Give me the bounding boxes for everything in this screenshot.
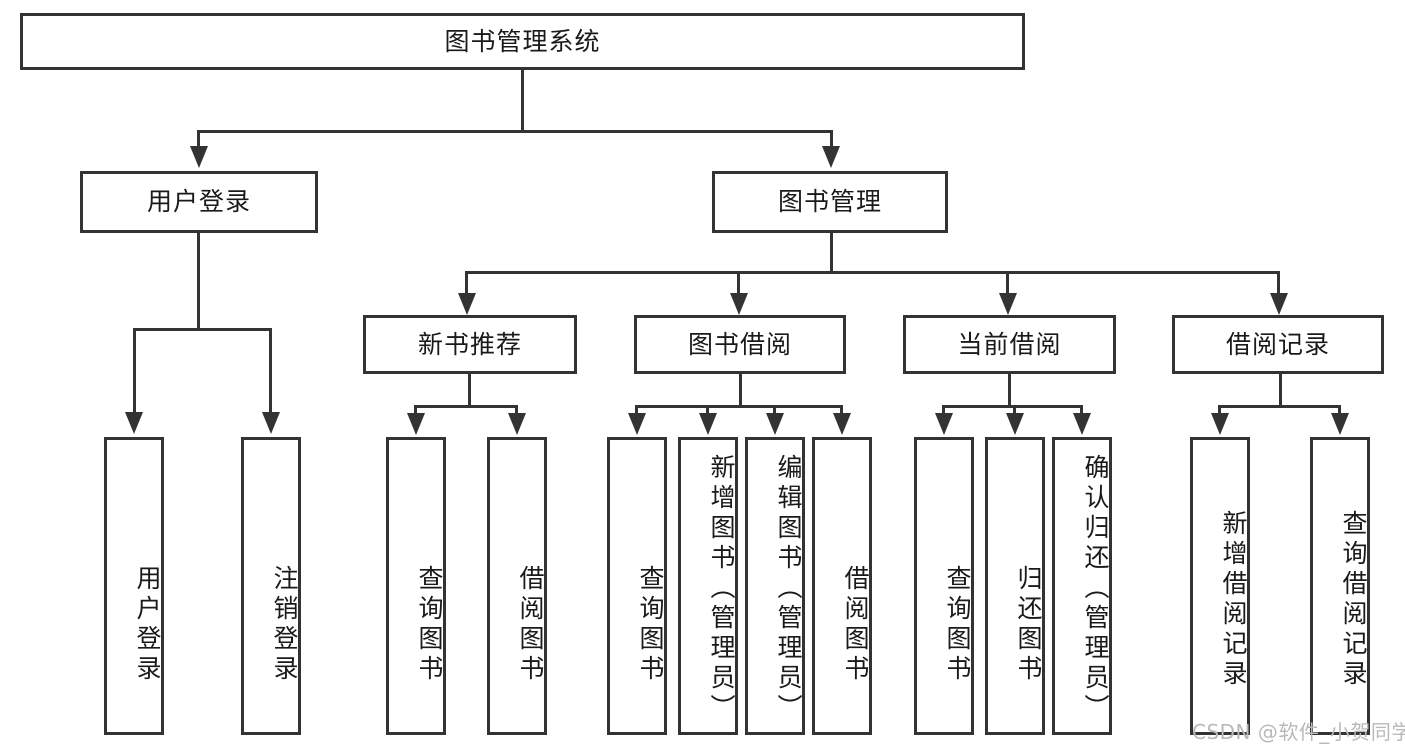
edge-bb-drop-3 xyxy=(773,405,776,415)
node-leaf-return-book[interactable]: 归还图书 xyxy=(985,437,1045,735)
node-new-book-recommend[interactable]: 新书推荐 xyxy=(363,315,577,374)
csdn-watermark: CSDN @软件_小贺同学 xyxy=(1192,720,1405,744)
edge-level3-drop-1 xyxy=(465,271,468,295)
node-leaf-query-book-cb-label: 查询图书 xyxy=(943,565,972,685)
node-leaf-borrow-book-nbr-label: 借阅图书 xyxy=(516,565,545,685)
edge-br-drop-1 xyxy=(1218,405,1221,415)
edge-nbr-drop-1 xyxy=(414,405,417,415)
node-book-management[interactable]: 图书管理 xyxy=(712,171,948,233)
node-leaf-add-record-label: 新增借阅记录 xyxy=(1219,510,1248,690)
node-user-login-label: 用户登录 xyxy=(146,187,251,217)
node-borrow-record-label: 借阅记录 xyxy=(1225,329,1330,359)
node-leaf-query-book-bb[interactable]: 查询图书 xyxy=(607,437,667,735)
node-leaf-logout-label: 注销登录 xyxy=(270,565,299,685)
arrow-to-current-borrow xyxy=(999,293,1017,315)
arrow-to-leaf-query-book-nbr xyxy=(407,413,425,435)
edge-nbr-drop-2 xyxy=(515,405,518,415)
edge-br-drop-2 xyxy=(1338,405,1341,415)
edge-bb-stem xyxy=(739,374,742,408)
edge-br-stem xyxy=(1279,374,1282,408)
node-leaf-borrow-book-bb[interactable]: 借阅图书 xyxy=(812,437,872,735)
node-leaf-query-book-nbr[interactable]: 查询图书 xyxy=(386,437,446,735)
node-user-login[interactable]: 用户登录 xyxy=(80,171,318,233)
arrow-to-book-borrow xyxy=(730,293,748,315)
node-leaf-query-book-nbr-label: 查询图书 xyxy=(415,565,444,685)
node-leaf-confirm-return-admin-label: 确认归还（管理员） xyxy=(1081,454,1110,724)
edge-root-stem xyxy=(521,70,524,132)
arrow-to-book-management xyxy=(822,146,840,168)
edge-bb-bus xyxy=(635,405,843,408)
node-book-borrow[interactable]: 图书借阅 xyxy=(634,315,846,374)
arrow-to-leaf-edit-book-admin xyxy=(766,413,784,435)
edge-level3-drop-3 xyxy=(1006,271,1009,295)
arrow-to-borrow-record xyxy=(1270,293,1288,315)
edge-cb-bus xyxy=(942,405,1083,408)
node-leaf-borrow-book-nbr[interactable]: 借阅图书 xyxy=(487,437,547,735)
node-current-borrow-label: 当前借阅 xyxy=(957,329,1062,359)
edge-level3-bus xyxy=(465,271,1280,274)
arrow-to-leaf-return-book xyxy=(1006,413,1024,435)
edge-level3-drop-2 xyxy=(737,271,740,295)
node-leaf-borrow-book-bb-label: 借阅图书 xyxy=(841,565,870,685)
arrow-to-leaf-borrow-book-nbr xyxy=(508,413,526,435)
arrow-to-leaf-query-record xyxy=(1331,413,1349,435)
edge-user-login-drop-2 xyxy=(269,328,272,414)
edge-nbr-stem xyxy=(468,374,471,408)
edge-user-login-bus xyxy=(133,328,272,331)
node-leaf-edit-book-admin[interactable]: 编辑图书（管理员） xyxy=(745,437,805,735)
node-leaf-query-book-cb[interactable]: 查询图书 xyxy=(914,437,974,735)
node-leaf-add-record[interactable]: 新增借阅记录 xyxy=(1190,437,1250,735)
edge-bb-drop-4 xyxy=(840,405,843,415)
node-leaf-add-book-admin[interactable]: 新增图书（管理员） xyxy=(678,437,738,735)
edge-level2-bus xyxy=(197,130,833,133)
arrow-to-leaf-query-book-cb xyxy=(935,413,953,435)
node-book-borrow-label: 图书借阅 xyxy=(687,329,792,359)
node-book-management-label: 图书管理 xyxy=(777,187,882,217)
arrow-to-new-book-recommend xyxy=(458,293,476,315)
arrow-to-leaf-query-book-bb xyxy=(628,413,646,435)
arrow-to-leaf-borrow-book-bb xyxy=(833,413,851,435)
node-root-label: 图书管理系统 xyxy=(444,26,601,56)
node-borrow-record[interactable]: 借阅记录 xyxy=(1172,315,1384,374)
node-leaf-query-record[interactable]: 查询借阅记录 xyxy=(1310,437,1370,735)
arrow-to-leaf-add-book-admin xyxy=(699,413,717,435)
edge-br-bus xyxy=(1218,405,1341,408)
edge-cb-drop-2 xyxy=(1013,405,1016,415)
node-leaf-confirm-return-admin[interactable]: 确认归还（管理员） xyxy=(1052,437,1112,735)
node-leaf-user-login[interactable]: 用户登录 xyxy=(104,437,164,735)
arrow-to-leaf-logout xyxy=(262,412,280,434)
edge-book-management-stem xyxy=(830,233,833,273)
edge-level3-drop-4 xyxy=(1277,271,1280,295)
edge-cb-drop-3 xyxy=(1080,405,1083,415)
node-leaf-query-record-label: 查询借阅记录 xyxy=(1339,510,1368,690)
edge-user-login-stem xyxy=(197,233,200,331)
edge-user-login-drop-1 xyxy=(133,328,136,414)
edge-cb-stem xyxy=(1008,374,1011,408)
node-leaf-add-book-admin-label: 新增图书（管理员） xyxy=(707,454,736,724)
edge-level2-drop-left xyxy=(197,130,200,148)
edge-bb-drop-1 xyxy=(635,405,638,415)
arrow-to-user-login xyxy=(190,146,208,168)
node-leaf-query-book-bb-label: 查询图书 xyxy=(636,565,665,685)
node-new-book-recommend-label: 新书推荐 xyxy=(417,329,522,359)
node-leaf-return-book-label: 归还图书 xyxy=(1014,565,1043,685)
node-root[interactable]: 图书管理系统 xyxy=(20,13,1025,70)
arrow-to-leaf-confirm-return-admin xyxy=(1073,413,1091,435)
node-leaf-edit-book-admin-label: 编辑图书（管理员） xyxy=(774,454,803,724)
arrow-to-leaf-user-login xyxy=(125,412,143,434)
edge-level2-drop-right xyxy=(830,130,833,148)
node-leaf-logout[interactable]: 注销登录 xyxy=(241,437,301,735)
node-leaf-user-login-label: 用户登录 xyxy=(133,565,162,685)
edge-bb-drop-2 xyxy=(706,405,709,415)
edge-nbr-bus xyxy=(414,405,518,408)
edge-cb-drop-1 xyxy=(942,405,945,415)
arrow-to-leaf-add-record xyxy=(1211,413,1229,435)
node-current-borrow[interactable]: 当前借阅 xyxy=(903,315,1116,374)
